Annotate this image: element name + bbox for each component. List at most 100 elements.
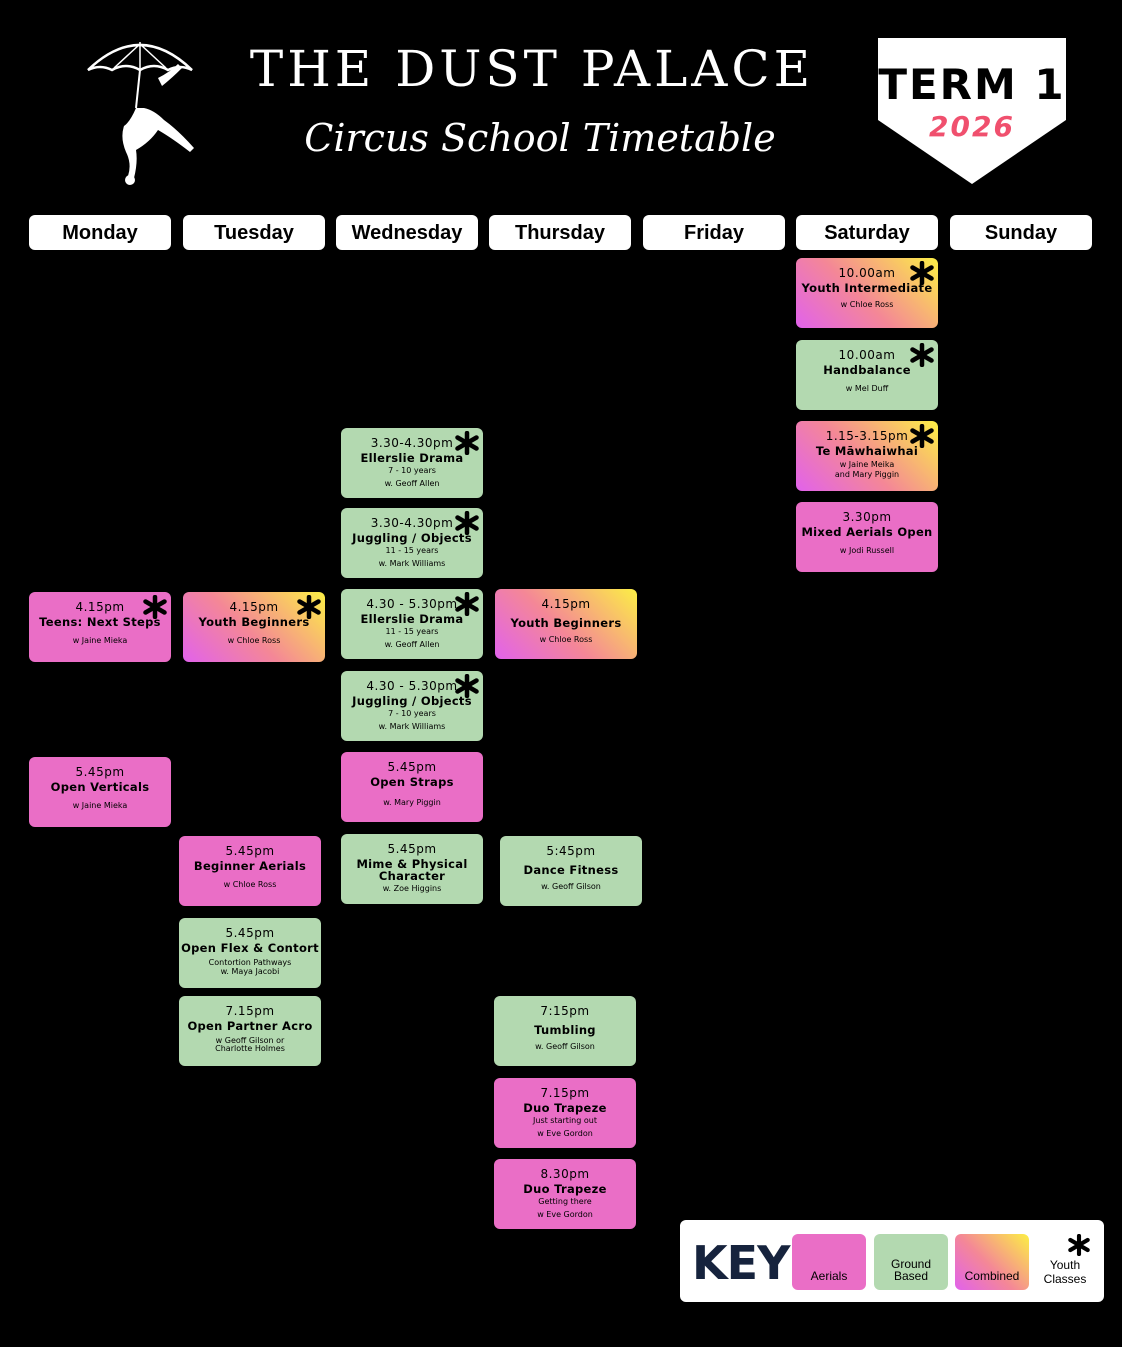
class-instructor: w. Geoff Allen — [384, 479, 440, 488]
class-instructor: w Jaine Mieka — [72, 636, 128, 645]
class-card[interactable]: 5.45pm Open Verticals w Jaine Mieka — [29, 757, 171, 827]
youth-asterisk-icon — [910, 343, 934, 367]
term-year: 2026 — [929, 110, 1015, 143]
aerialist-umbrella-logo — [87, 42, 194, 185]
badge-shape — [878, 38, 1066, 184]
class-instructor: w Jodi Russell — [839, 546, 895, 555]
class-instructor: w Chloe Ross — [539, 635, 593, 644]
class-time: 1.15-3.15pm — [825, 429, 909, 443]
legend-combined-label: Combined — [964, 1269, 1020, 1283]
class-name: Dance Fitness — [523, 863, 619, 877]
class-name: Te Māwhaiwhai — [815, 444, 919, 458]
key-title: KEY — [692, 1236, 790, 1290]
class-instructor: w. Zoe Higgins — [382, 884, 442, 893]
class-age-range: 7 - 10 years — [388, 709, 436, 718]
class-time: 7.15pm — [225, 1004, 275, 1018]
class-name: Juggling / Objects — [352, 694, 472, 708]
day-header-thursday: Thursday — [489, 215, 631, 250]
class-instructor-2: Charlotte Holmes — [215, 1044, 285, 1053]
class-instructor: w Chloe Ross — [227, 636, 281, 645]
class-name: Duo Trapeze — [523, 1101, 607, 1115]
class-card[interactable]: 4.15pm Youth Beginners w Chloe Ross — [495, 589, 637, 659]
class-time: 3.30pm — [842, 510, 892, 524]
class-card[interactable]: 7.15pm Open Partner Acro w Geoff Gilson … — [179, 996, 321, 1066]
class-card[interactable]: 5.45pm Open Straps w. Mary Piggin — [341, 752, 483, 822]
class-time: 5.45pm — [387, 842, 437, 856]
class-name: Youth Beginners — [510, 616, 622, 630]
class-instructor: w. Mark Williams — [378, 559, 446, 568]
day-header-tuesday: Tuesday — [183, 215, 325, 250]
class-time: 4.15pm — [541, 597, 591, 611]
class-pathway: Contortion Pathways — [208, 958, 292, 967]
term-label: TERM 1 — [878, 60, 1066, 109]
class-time: 10.00am — [838, 266, 896, 280]
class-age-range: 11 - 15 years — [385, 627, 439, 636]
day-header-monday: Monday — [29, 215, 171, 250]
class-card[interactable]: 10.00am Youth Intermediate w Chloe Ross — [796, 258, 938, 328]
class-card[interactable]: 8.30pm Duo Trapeze Getting there w Eve G… — [494, 1159, 636, 1229]
legend-ground-label-2: Based — [893, 1269, 929, 1283]
class-instructor: w Geoff Gilson or — [215, 1036, 285, 1045]
class-time: 7:15pm — [540, 1004, 590, 1018]
day-header-saturday: Saturday — [796, 215, 938, 250]
class-time: 4.30 - 5.30pm — [366, 679, 458, 693]
class-card[interactable]: 1.15-3.15pm Te Māwhaiwhai w Jaine Meika … — [796, 421, 938, 491]
class-name: Duo Trapeze — [523, 1182, 607, 1196]
class-name: Beginner Aerials — [193, 859, 307, 873]
page-title: THE DUST PALACE — [249, 40, 815, 98]
class-card[interactable]: 7:15pm Tumbling w. Geoff Gilson — [494, 996, 636, 1066]
legend-aerials-label: Aerials — [810, 1269, 848, 1283]
class-instructor: w. Geoff Allen — [384, 640, 440, 649]
class-card[interactable]: 5.45pm Beginner Aerials w Chloe Ross — [179, 836, 321, 906]
term-badge: TERM 1 2026 — [878, 38, 1066, 184]
class-name: Open Verticals — [50, 780, 150, 794]
class-age-range: 7 - 10 years — [388, 466, 436, 475]
class-card[interactable]: 5.45pm Mime & Physical Character w. Zoe … — [341, 834, 483, 904]
legend-ground-label-1: Ground — [890, 1257, 932, 1271]
legend-youth-label-2: Classes — [1043, 1272, 1087, 1286]
class-instructor: w Eve Gordon — [537, 1129, 593, 1138]
youth-asterisk-icon — [455, 674, 479, 698]
class-card[interactable]: 5.45pm Open Flex & Contort Contortion Pa… — [179, 918, 321, 988]
class-time: 5.45pm — [225, 844, 275, 858]
class-instructor: w Eve Gordon — [537, 1210, 593, 1219]
class-card[interactable]: 3.30pm Mixed Aerials Open w Jodi Russell — [796, 502, 938, 572]
class-name: Juggling / Objects — [352, 531, 472, 545]
class-card[interactable]: 4.30 - 5.30pm Ellerslie Drama 11 - 15 ye… — [341, 589, 483, 659]
class-name: Youth Beginners — [198, 615, 310, 629]
page-subtitle: Circus School Timetable — [304, 116, 776, 160]
class-instructor: w Chloe Ross — [223, 880, 277, 889]
class-instructor: w. Geoff Gilson — [541, 882, 601, 891]
class-name: Teens: Next Steps — [39, 615, 161, 629]
class-name: Ellerslie Drama — [360, 612, 464, 626]
youth-asterisk-icon — [910, 261, 934, 285]
class-card[interactable]: 5:45pm Dance Fitness w. Geoff Gilson — [500, 836, 642, 906]
class-instructor: w. Geoff Gilson — [535, 1042, 595, 1051]
class-card[interactable]: 4.15pm Teens: Next Steps w Jaine Mieka — [29, 592, 171, 662]
youth-asterisk-icon — [455, 592, 479, 616]
class-name: Open Flex & Contort — [181, 941, 319, 955]
class-instructor: w. Mary Piggin — [383, 798, 441, 807]
youth-asterisk-icon — [1068, 1234, 1090, 1256]
class-card[interactable]: 3.30-4.30pm Juggling / Objects 11 - 15 y… — [341, 508, 483, 578]
class-card[interactable]: 4.15pm Youth Beginners w Chloe Ross — [183, 592, 325, 662]
class-card[interactable]: 10.00am Handbalance w Mel Duff — [796, 340, 938, 410]
class-name: Ellerslie Drama — [360, 451, 464, 465]
youth-asterisk-icon — [455, 511, 479, 535]
class-time: 10.00am — [838, 348, 896, 362]
class-instructor: w Jaine Mieka — [72, 801, 128, 810]
class-name-line-2: Character — [378, 869, 446, 883]
class-card[interactable]: 7.15pm Duo Trapeze Just starting out w E… — [494, 1078, 636, 1148]
class-time: 5.45pm — [387, 760, 437, 774]
youth-asterisk-icon — [297, 595, 321, 619]
legend-youth-classes: Youth Classes — [1030, 1234, 1100, 1294]
legend-key: KEY Aerials Ground Based Combined Youth … — [680, 1220, 1104, 1302]
youth-asterisk-icon — [143, 595, 167, 619]
class-card[interactable]: 3.30-4.30pm Ellerslie Drama 7 - 10 years… — [341, 428, 483, 498]
class-name: Mixed Aerials Open — [801, 525, 933, 539]
class-time: 5.45pm — [225, 926, 275, 940]
class-card[interactable]: 4.30 - 5.30pm Juggling / Objects 7 - 10 … — [341, 671, 483, 741]
class-name: Open Straps — [370, 775, 454, 789]
class-name: Youth Intermediate — [801, 281, 933, 295]
class-time: 4.15pm — [229, 600, 279, 614]
